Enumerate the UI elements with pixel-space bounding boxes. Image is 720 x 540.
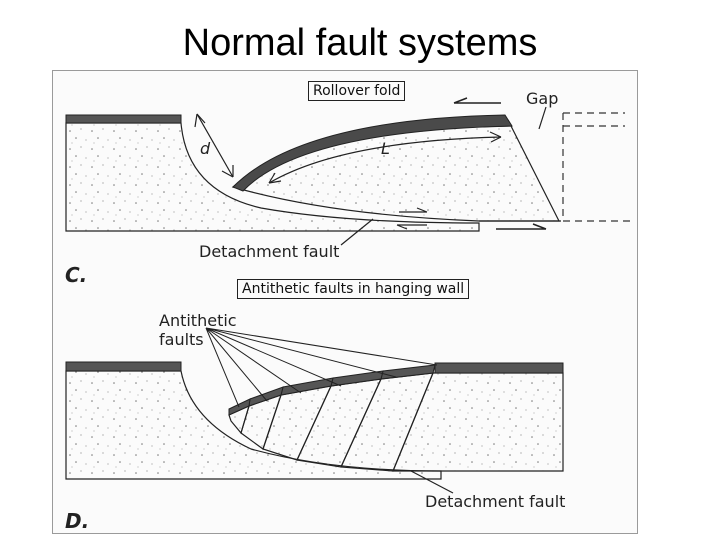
- c-footwall-block: [65, 122, 480, 232]
- c-gap-label: Gap: [526, 89, 558, 108]
- d-panel-label: D.: [65, 509, 89, 533]
- c-footwall-layer: [65, 114, 182, 124]
- d-antithetic-label-1: Antithetic: [159, 311, 237, 330]
- slide-title: Normal fault systems: [182, 22, 538, 64]
- panel-d-diagram: Antithetic faults Detachment fault D.: [65, 311, 565, 533]
- antithetic-faults-callout: Antithetic faults in hanging wall: [237, 279, 470, 299]
- c-rollover-layer: [232, 114, 513, 192]
- fault-figure: Gap d L Detachment fault C.: [52, 70, 638, 534]
- d-footwall-layer: [65, 361, 182, 372]
- panel-c-diagram: Gap d L Detachment fault C.: [65, 89, 631, 287]
- c-detachment-label: Detachment fault: [199, 242, 339, 261]
- d-antithetic-label-2: faults: [159, 330, 204, 349]
- c-hanging-wall: [231, 125, 560, 222]
- d-detachment-label: Detachment fault: [425, 492, 565, 511]
- rollover-fold-callout: Rollover fold: [308, 81, 406, 101]
- c-d-label: d: [200, 139, 211, 158]
- c-L-label: L: [381, 139, 390, 158]
- c-panel-label: C.: [65, 263, 87, 287]
